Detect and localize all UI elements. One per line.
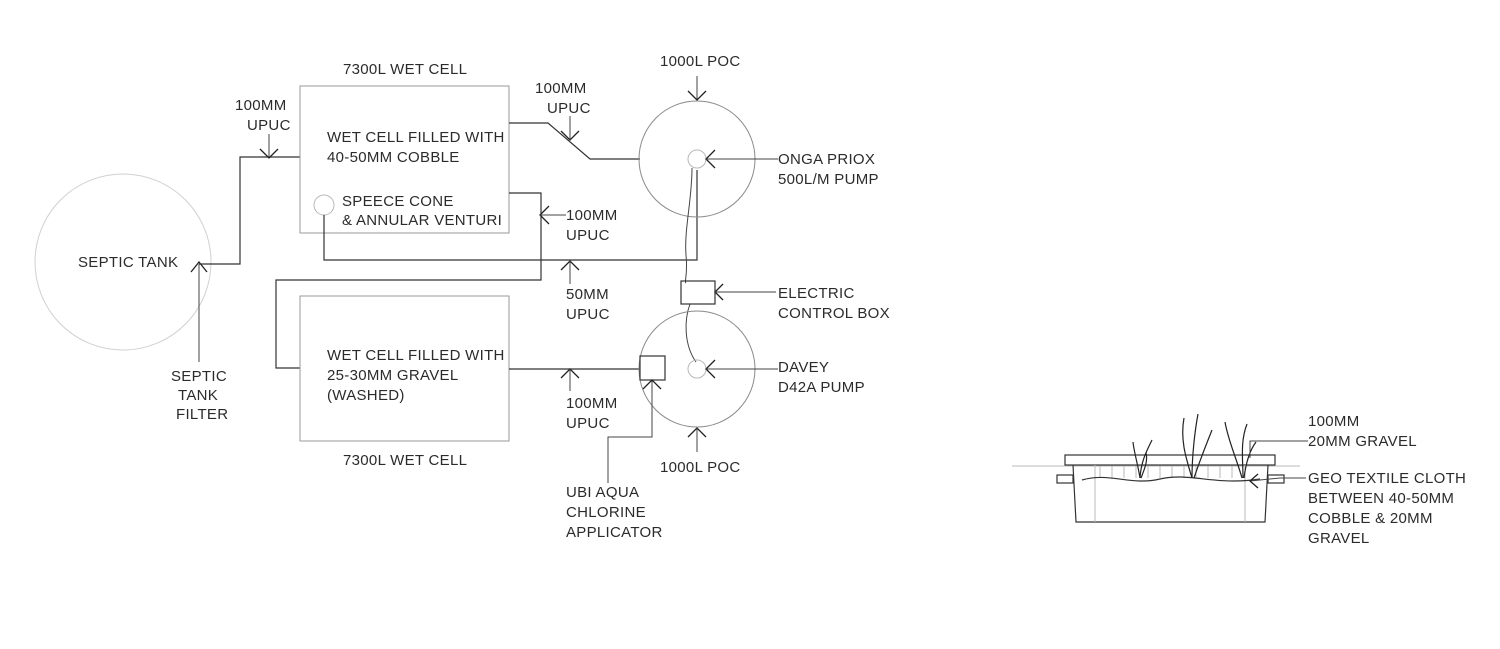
wet-cell-bottom-title: 7300L WET CELL: [343, 452, 467, 469]
section-gravel-label-2: 20MM GRAVEL: [1308, 433, 1417, 450]
poc-top-arrow-icon: [687, 90, 707, 101]
control-box-label-1: ELECTRIC: [778, 285, 855, 302]
control-box-rect: [680, 280, 716, 305]
electric-cable: [684, 167, 697, 363]
septic-tank-filter: SEPTIC TANK FILTER: [171, 260, 228, 423]
chlorine-leader: [607, 380, 653, 483]
septic-filter-arrow-icon: [190, 260, 208, 273]
inlet-pipe-arrow-icon: [259, 148, 279, 159]
pipe-return-line: [323, 170, 698, 261]
wet-cell-top: 7300L WET CELL WET CELL FILLED WITH 40-5…: [299, 61, 510, 234]
section-geotextile-label-3: COBBLE & 20MM: [1308, 510, 1433, 527]
pipe-bottom-size: 100MM: [566, 395, 618, 412]
wet-cell-bottom-fill-1: WET CELL FILLED WITH: [327, 347, 505, 364]
septic-tank-label: SEPTIC TANK: [78, 254, 178, 271]
septic-filter-label-1: SEPTIC: [171, 368, 227, 385]
electric-control-box: ELECTRIC CONTROL BOX: [680, 280, 890, 322]
pipe-50: 50MM UPUC: [560, 260, 610, 323]
septic-filter-label-3: FILTER: [176, 406, 228, 423]
gravel-layer: [1099, 466, 1233, 478]
section-geotextile-label-4: GRAVEL: [1308, 530, 1370, 547]
gravel-leader: [1249, 440, 1308, 458]
pipe-return-size: 100MM: [566, 207, 618, 224]
wet-cell-bottom: WET CELL FILLED WITH 25-30MM GRAVEL (WAS…: [299, 295, 510, 469]
pipe-50-size: 50MM: [566, 286, 609, 303]
wet-cell-top-fill-2: 40-50MM COBBLE: [327, 149, 460, 166]
cable-bottom: [685, 303, 697, 363]
poc-bottom-label: 1000L POC: [660, 459, 741, 476]
onga-pump-label-1: ONGA PRIOX: [778, 151, 875, 168]
chlorine-label-3: APPLICATOR: [566, 524, 663, 541]
section-geotextile-label-1: GEO TEXTILE CLOTH: [1308, 470, 1466, 487]
chlorine-arrow-icon: [642, 379, 662, 390]
pipe-inlet-size: 100MM: [235, 97, 287, 114]
speece-cone-label-2: & ANNULAR VENTURI: [342, 212, 502, 229]
chlorine-label-1: UBI AQUA: [566, 484, 639, 501]
chlorine-applicator: UBI AQUA CHLORINE APPLICATOR: [566, 379, 663, 541]
section-gravel-label-1: 100MM: [1308, 413, 1360, 430]
septic-tank: SEPTIC TANK: [34, 173, 212, 351]
poc-top-label: 1000L POC: [660, 53, 741, 70]
davey-pump-label-2: D42A PUMP: [778, 379, 865, 396]
geotextile-leader: [1249, 477, 1306, 482]
poc-top: 1000L POC ONGA PRIOX 500L/M PUMP: [638, 53, 879, 218]
chlorine-applicator-box: [639, 355, 666, 381]
wet-cell-top-box: [299, 85, 510, 234]
section-geotextile-label-2: BETWEEN 40-50MM: [1308, 490, 1454, 507]
davey-pump-label-1: DAVEY: [778, 359, 829, 376]
wet-cell-top-fill-1: WET CELL FILLED WITH: [327, 129, 505, 146]
onga-pump-icon: [687, 149, 707, 169]
speece-cone-label-1: SPEECE CONE: [342, 193, 454, 210]
wet-cell-bottom-fill-2: 25-30MM GRAVEL: [327, 367, 458, 384]
cable-top: [684, 167, 693, 284]
pipe-bottom-type: UPUC: [566, 415, 610, 432]
pipe-return-type: UPUC: [566, 227, 610, 244]
onga-pump-label-2: 500L/M PUMP: [778, 171, 879, 188]
inlet-pipe: 100MM UPUC: [199, 97, 300, 265]
wet-cell-top-title: 7300L WET CELL: [343, 61, 467, 78]
wet-cell-bottom-fill-3: (WASHED): [327, 387, 405, 404]
septic-filter-label-2: TANK: [178, 387, 218, 404]
geotextile-arrow-icon: [1249, 473, 1259, 489]
pipe-50-type: UPUC: [566, 306, 610, 323]
pipe-top-size: 100MM: [535, 80, 587, 97]
davey-pump-icon: [687, 359, 707, 379]
pipe-cell-link-line: [275, 192, 542, 369]
pipe-top-line: [509, 122, 640, 160]
cell-body: [1072, 464, 1269, 523]
chlorine-label-2: CHLORINE: [566, 504, 646, 521]
pipe-inlet-type: UPUC: [247, 117, 291, 134]
pipe-top: 100MM UPUC: [509, 80, 640, 160]
plant-icons: [1132, 413, 1257, 479]
wet-cell-cross-section: 100MM 20MM GRAVEL GEO TEXTILE CLOTH BETW…: [1012, 413, 1466, 547]
flange-left: [1056, 474, 1074, 484]
cell-rim: [1064, 454, 1276, 466]
pipe-bottom: 100MM UPUC: [509, 368, 640, 432]
geotextile-line: [1081, 476, 1261, 482]
poc-bottom: DAVEY D42A PUMP 1000L POC: [638, 310, 865, 476]
speece-cone-icon: [313, 194, 335, 216]
pipe-top-type: UPUC: [547, 100, 591, 117]
control-box-label-2: CONTROL BOX: [778, 305, 890, 322]
septic-tank-outline: [34, 173, 212, 351]
pipe-return: 100MM UPUC: [275, 170, 698, 369]
inlet-pipe-line: [199, 156, 300, 265]
